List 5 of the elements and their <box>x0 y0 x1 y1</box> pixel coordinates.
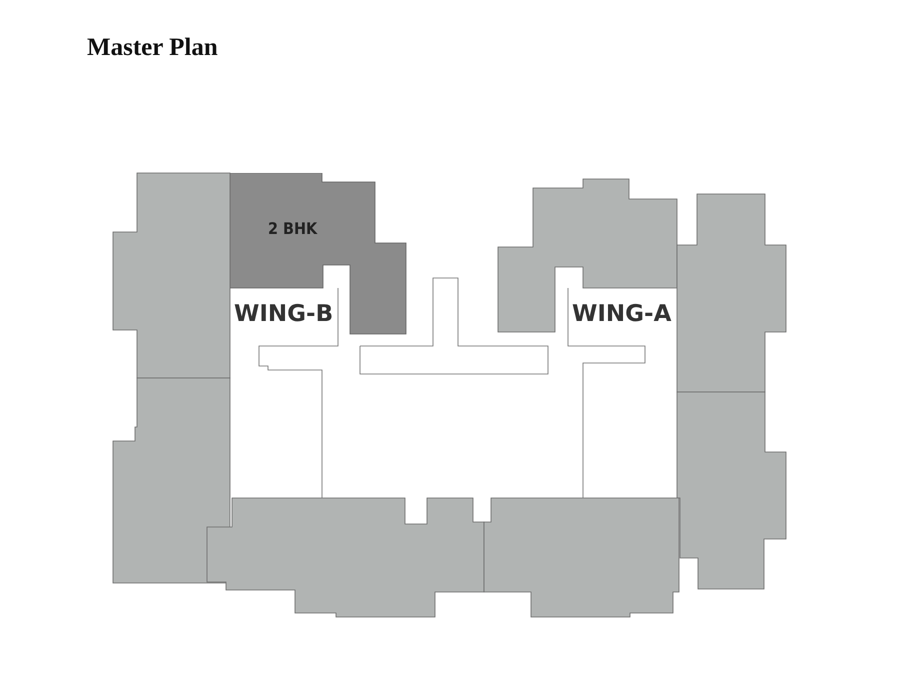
wing-label: WING-B <box>234 301 334 327</box>
apartment-unit <box>230 173 407 335</box>
unit-label: 2 BHK <box>268 219 318 238</box>
title: Master Plan <box>87 34 218 62</box>
wing-label: WING-A <box>572 301 672 327</box>
